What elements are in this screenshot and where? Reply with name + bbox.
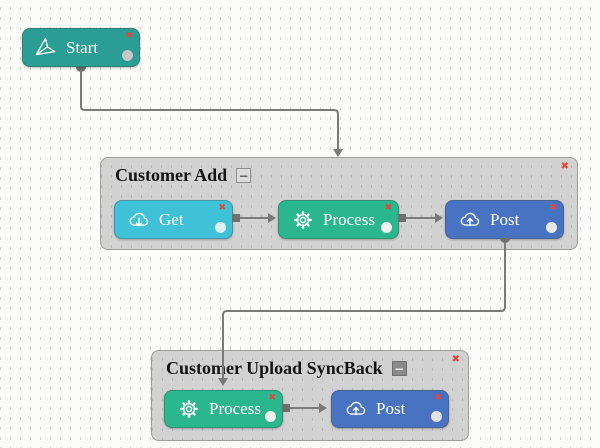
close-icon[interactable]: ✖ <box>451 354 460 365</box>
group-customer-upload-syncback[interactable]: Customer Upload SyncBack − ✖ <box>151 350 469 441</box>
node-process[interactable]: Process ✖ <box>278 200 399 239</box>
node-process[interactable]: Process ✖ <box>164 390 283 428</box>
node-label: Process <box>323 209 375 229</box>
group-title: Customer Upload SyncBack <box>166 358 383 378</box>
node-label: Get <box>159 209 184 229</box>
node-label: Start <box>66 37 99 57</box>
cloud-download-icon <box>128 209 150 231</box>
close-icon[interactable]: ✖ <box>384 203 392 213</box>
node-post[interactable]: Post ✖ <box>331 390 449 428</box>
edge-start-to-customer-add[interactable] <box>76 67 343 157</box>
cloud-upload-icon <box>459 209 481 231</box>
group-title: Customer Add <box>115 165 228 185</box>
node-label: Post <box>376 399 406 418</box>
close-icon[interactable]: ✖ <box>549 203 557 213</box>
gear-icon <box>178 398 200 420</box>
node-label: Post <box>490 209 520 229</box>
status-port[interactable] <box>265 411 276 422</box>
status-port[interactable] <box>122 50 133 61</box>
group-header: Customer Upload SyncBack − <box>166 358 407 379</box>
node-get[interactable]: Get ✖ <box>114 200 233 239</box>
close-icon[interactable]: ✖ <box>268 393 276 403</box>
gear-icon <box>292 209 314 231</box>
close-icon[interactable]: ✖ <box>125 31 133 41</box>
node-start[interactable]: Start ✖ <box>22 28 140 67</box>
status-port[interactable] <box>546 222 557 233</box>
group-header: Customer Add − <box>115 165 252 186</box>
cloud-upload-icon <box>345 398 367 420</box>
status-port[interactable] <box>381 222 392 233</box>
close-icon[interactable]: ✖ <box>218 203 226 213</box>
close-icon[interactable]: ✖ <box>560 161 569 172</box>
close-icon[interactable]: ✖ <box>434 393 442 403</box>
node-label: Process <box>209 399 261 418</box>
collapse-button[interactable]: − <box>236 168 252 183</box>
status-port[interactable] <box>431 411 442 422</box>
paper-plane-icon <box>35 37 57 58</box>
node-post[interactable]: Post ✖ <box>445 200 564 239</box>
collapse-button[interactable]: − <box>391 361 407 376</box>
group-customer-add[interactable]: Customer Add − ✖ Get ✖ <box>100 157 578 250</box>
status-port[interactable] <box>215 222 226 233</box>
